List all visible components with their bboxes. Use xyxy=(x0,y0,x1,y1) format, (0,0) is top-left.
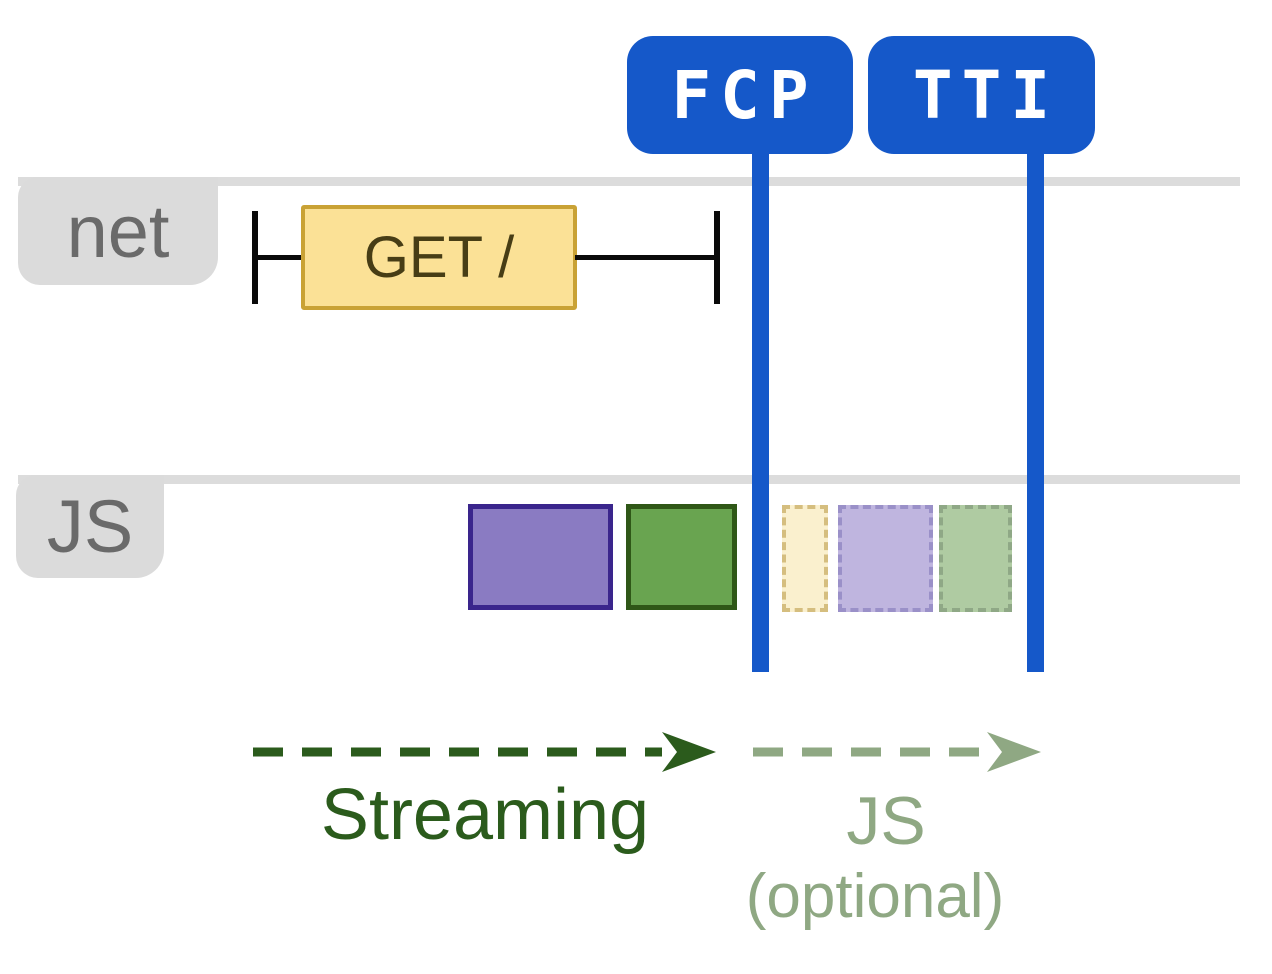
js-optional-arrow-icon xyxy=(753,732,1041,772)
request-right-connector xyxy=(575,255,716,260)
request-start-tick xyxy=(252,211,258,304)
js-optional-label-line2: (optional) xyxy=(745,862,1005,931)
js-task-block-purple xyxy=(468,504,613,610)
js-lane-line xyxy=(18,475,1240,484)
request-end-tick xyxy=(714,211,720,304)
net-lane-line xyxy=(18,177,1240,186)
js-task-block-green-faded xyxy=(939,505,1012,612)
tti-badge-label: TTI xyxy=(912,56,1060,134)
net-lane-tab: net xyxy=(18,177,218,285)
fcp-badge-label: FCP xyxy=(671,56,818,134)
annotation-arrows xyxy=(253,732,1041,772)
network-request-box: GET / xyxy=(301,205,577,310)
tti-marker-line xyxy=(1027,150,1044,672)
streaming-label: Streaming xyxy=(320,775,650,855)
request-left-connector xyxy=(258,255,303,260)
fcp-marker-line xyxy=(752,150,769,672)
network-request-label: GET / xyxy=(363,225,515,290)
js-task-block-purple-faded xyxy=(838,505,933,612)
js-task-block-green xyxy=(626,504,737,610)
js-optional-label-line1: JS xyxy=(846,783,926,859)
js-task-block-yellow-faded xyxy=(782,505,828,612)
fcp-badge: FCP xyxy=(627,36,853,154)
js-lane-tab: JS xyxy=(16,475,164,578)
streaming-arrow-icon xyxy=(253,732,716,772)
tti-badge: TTI xyxy=(868,36,1095,154)
js-lane-label: JS xyxy=(46,485,134,568)
net-lane-label: net xyxy=(66,189,170,273)
